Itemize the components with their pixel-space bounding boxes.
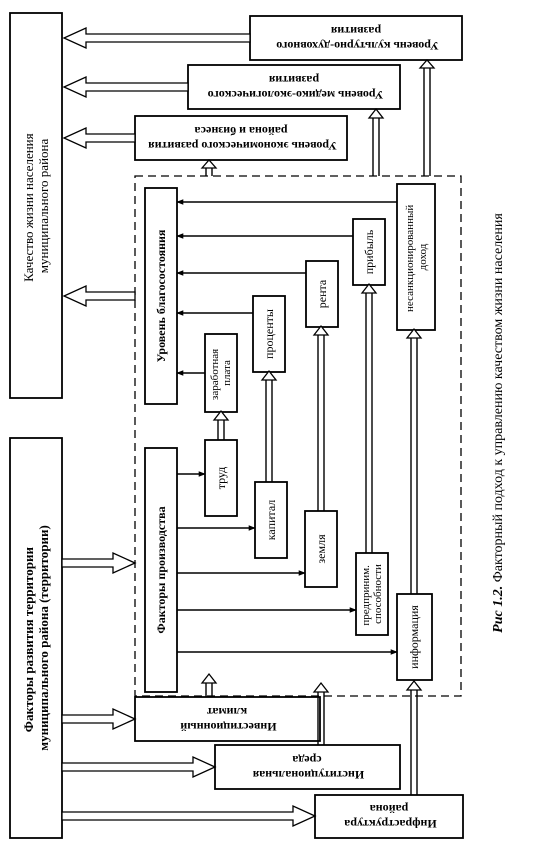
land-box: земля <box>304 510 338 588</box>
arrow-development-to-frame <box>61 551 137 575</box>
unsanctioned-income-box: несанкционированный доход <box>396 183 436 331</box>
svg-text:несанкционированный дохо: несанкционированный доход <box>404 202 429 312</box>
arrow-infrastructure-to-frame <box>405 679 423 795</box>
arrow-development-to-institutional <box>61 755 217 779</box>
svg-text:земля: земля <box>314 534 328 564</box>
cultural-level-box: Уровень культурно-духовного развития <box>249 15 463 61</box>
labor-box: труд <box>204 439 238 517</box>
profit-box: прибыль <box>352 218 386 286</box>
svg-text:Институциональная среда: Институциональная среда <box>250 753 364 782</box>
svg-text:Инвестиционный климат: Инвестиционный климат <box>177 705 276 734</box>
institutional-env-box: Институциональная среда <box>214 744 401 790</box>
infrastructure-box: Инфраструктура района <box>314 794 464 839</box>
arrow-entrepreneurship-to-profit <box>360 282 378 553</box>
capital-box: капитал <box>254 481 288 559</box>
arrow-land-to-rent <box>312 324 330 511</box>
svg-text:Инфраструктура района: Инфраструктура района <box>341 802 436 831</box>
production-factors-box: Факторы производства <box>144 447 178 693</box>
svg-text:предприним. способности: предприним. способности <box>360 562 384 625</box>
svg-text:Уровень благосостояния: Уровень благосостояния <box>154 229 168 362</box>
information-box: информация <box>396 593 433 681</box>
arrow-cultural-to-quality <box>62 26 251 50</box>
entrepreneurship-box: предприним. способности <box>355 552 389 636</box>
svg-text:Уровень медико-экологического: Уровень медико-экологического развития <box>205 73 384 102</box>
svg-text:прибыль: прибыль <box>362 229 376 274</box>
welfare-box: Уровень благосостояния <box>144 187 178 405</box>
svg-text:труд: труд <box>214 467 228 490</box>
arrow-medical-to-quality <box>62 75 189 99</box>
arrow-economic-to-quality <box>62 126 136 150</box>
arrow-frame-to-economic <box>200 159 218 176</box>
interest-box: проценты <box>252 295 286 373</box>
arrow-capital-to-interest <box>260 369 278 482</box>
dashed-boundary <box>134 175 462 697</box>
investment-climate-box: Инвестиционный климат <box>134 696 321 742</box>
svg-text:информация: информация <box>407 605 421 669</box>
quality-of-life-box: Качество жизни населения муниципального … <box>9 12 63 399</box>
medical-level-box: Уровень медико-экологического развития <box>187 64 401 110</box>
svg-text:Уровень культурно-духовного: Уровень культурно-духовного развития <box>273 24 439 53</box>
economic-level-box: Уровень экономического развития района и… <box>134 115 348 161</box>
arrow-development-to-investment <box>61 707 137 731</box>
arrow-institutional-to-frame <box>312 681 330 745</box>
arrow-investment-to-frame <box>200 672 218 697</box>
svg-text:Факторы развития территории: Факторы развития территории муниципально… <box>21 525 51 751</box>
development-factors-box: Факторы развития территории муниципально… <box>9 437 63 839</box>
arrow-frame-to-quality <box>62 284 136 308</box>
svg-text:рента: рента <box>315 279 329 308</box>
arrow-frame-to-medical <box>367 107 385 176</box>
svg-text:проценты: проценты <box>262 309 276 359</box>
figure-caption: Рис 1.2. Факторный подход к управлению к… <box>491 213 506 633</box>
svg-text:Факторы производства: Факторы производства <box>154 506 168 633</box>
svg-text:Уровень экономического развити: Уровень экономического развития района и… <box>145 124 337 153</box>
svg-text:Качество жизни населения: Качество жизни населения муниципального … <box>21 130 51 282</box>
rent-box: рента <box>305 260 339 328</box>
arrow-information-to-income <box>405 327 423 594</box>
arrow-labor-to-wage <box>212 409 230 440</box>
wage-box: заработная плата <box>204 333 238 413</box>
svg-text:заработная плата: заработная плата <box>209 346 233 400</box>
arrow-development-to-infrastructure <box>61 804 317 828</box>
svg-text:капитал: капитал <box>264 500 278 540</box>
arrow-frame-to-cultural <box>418 59 436 176</box>
